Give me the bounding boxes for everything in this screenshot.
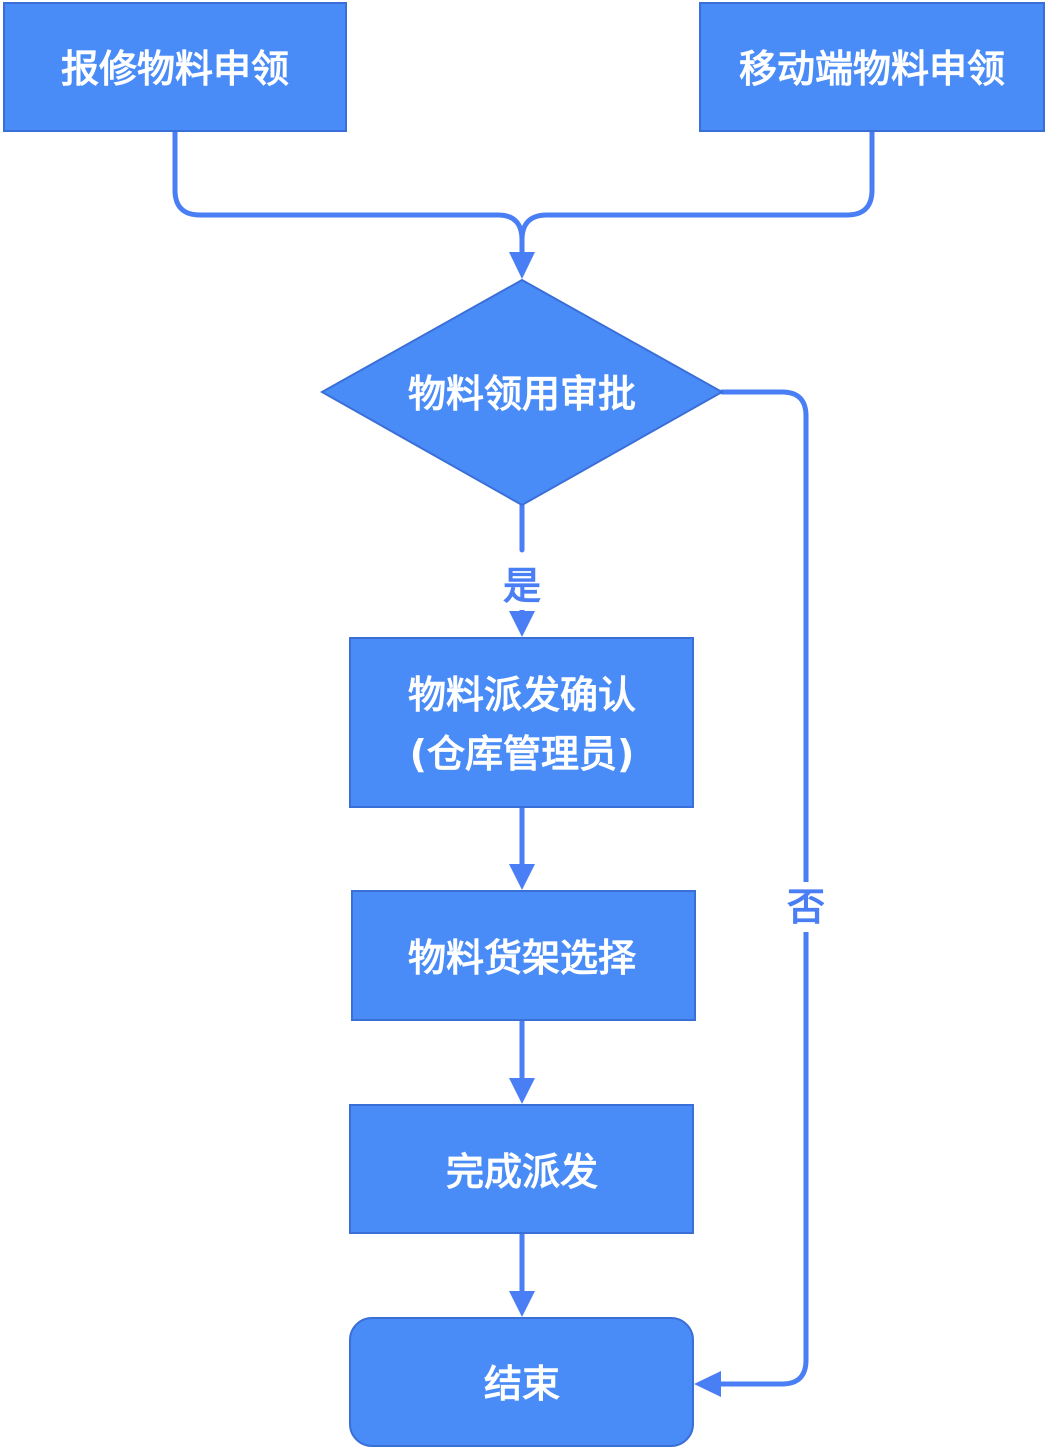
edge-label-no-bg [780, 882, 832, 932]
node-shelf-select-label: 物料货架选择 [408, 936, 637, 980]
node-repair-request-label: 报修物料申领 [61, 47, 289, 91]
edge-repair-to-approval [172, 129, 525, 261]
node-end-label: 结束 [484, 1362, 560, 1406]
node-end-box[interactable] [349, 1317, 694, 1447]
node-approval-diamond[interactable] [319, 278, 725, 507]
node-shelf-select-box[interactable] [351, 890, 696, 1021]
node-dispatch-confirm-label-line1: 物料派发确认 [408, 673, 636, 717]
edge-mobile-to-approval [519, 129, 875, 261]
arrowhead-no-into-end [694, 1371, 721, 1397]
node-mobile-request-box[interactable] [699, 2, 1045, 132]
edge-label-yes-bg [496, 560, 548, 610]
node-complete-dispatch-label: 完成派发 [446, 1150, 598, 1194]
node-mobile-request-label: 移动端物料申领 [739, 47, 1005, 91]
arrowhead-into-complete [509, 1078, 535, 1104]
node-approval-label: 物料领用审批 [408, 372, 636, 416]
edge-label-no: 否 [787, 885, 825, 929]
arrowhead-into-shelf [509, 864, 535, 890]
node-dispatch-confirm-label-line2: (仓库管理员) [410, 732, 635, 776]
arrowhead-into-dispatch [509, 611, 535, 637]
arrowhead-into-approval [509, 252, 535, 279]
node-repair-request-box[interactable] [3, 2, 347, 132]
edge-label-yes: 是 [503, 564, 541, 608]
node-dispatch-confirm-box[interactable] [349, 637, 694, 808]
arrowhead-into-end [509, 1291, 535, 1317]
node-complete-dispatch-box[interactable] [349, 1104, 694, 1234]
